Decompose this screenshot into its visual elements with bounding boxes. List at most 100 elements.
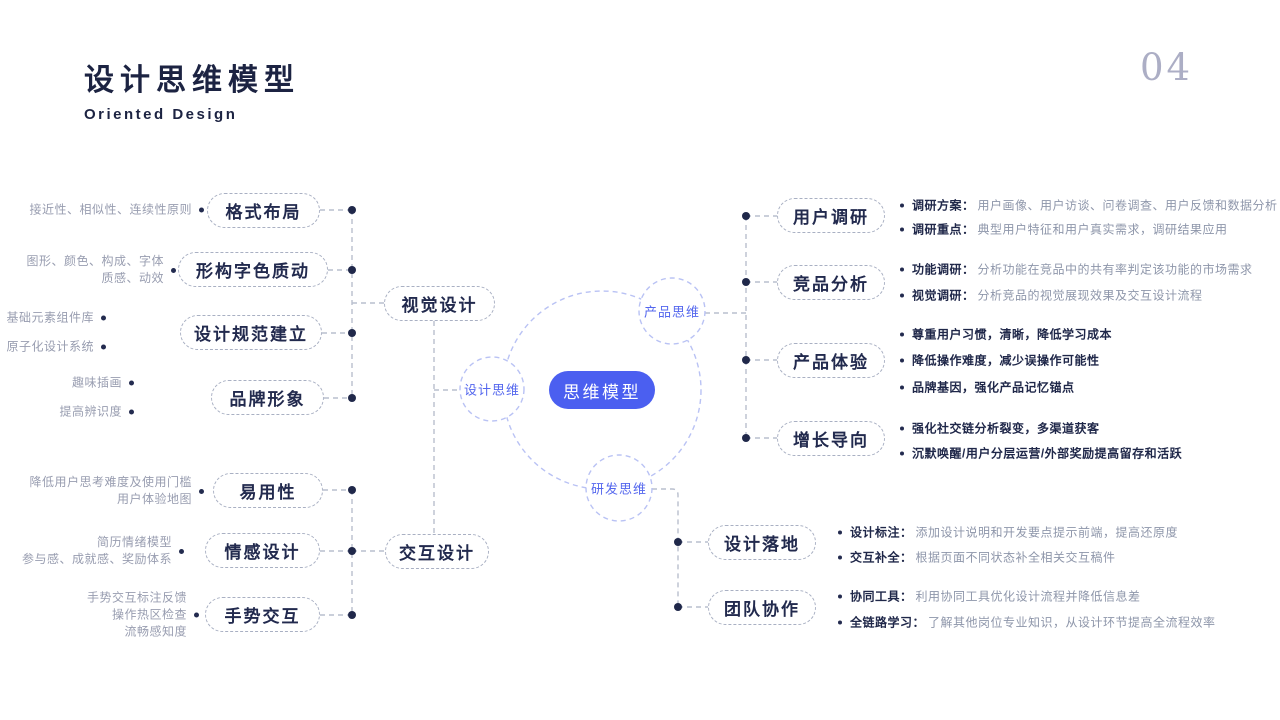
bullet-term: 功能调研：: [912, 262, 975, 277]
annotation-dot: [171, 267, 176, 273]
node-visual-design: 视觉设计: [384, 286, 495, 321]
product-thinking-circle: [638, 277, 706, 345]
annotation-line: 降低用户思考难度及使用门槛: [29, 475, 192, 489]
bullet-dot: [900, 332, 904, 336]
annotation-line: 原子化设计系统: [6, 339, 94, 354]
bullet-dot: [900, 426, 904, 430]
bullet-desc: 了解其他岗位专业知识，从设计环节提高全流程效率: [928, 615, 1216, 630]
node-growth-oriented: 增长导向: [777, 421, 885, 456]
node-shape-color-texture: 形构字色质动: [178, 252, 328, 287]
bullet-collab-tools: 协同工具： 利用协同工具优化设计流程并降低信息差: [838, 588, 1141, 605]
bullet-dot: [900, 358, 904, 362]
thinking-circles: [459, 277, 706, 522]
annotation-line: 质感、动效: [101, 271, 164, 285]
bullet-desc: 根据页面不同状态补全相关交互稿件: [915, 550, 1116, 565]
annotation-dot: [194, 612, 199, 618]
bullet-dot: [838, 530, 842, 534]
annotation-format-layout: 接近性、相似性、连续性原则: [29, 202, 204, 219]
bullet-desc: 分析功能在竞品中的共有率判定该功能的市场需求: [977, 262, 1253, 277]
bullet-dot: [900, 293, 904, 297]
bullet-term: 强化社交链分析裂变，多渠道获客: [912, 421, 1100, 436]
bullet-desc: 分析竞品的视觉展现效果及交互设计流程: [977, 288, 1203, 303]
annotation-line: 用户体验地图: [116, 492, 192, 506]
bullet-term: 沉默唤醒/用户分层运营/外部奖励提高留存和活跃: [912, 446, 1183, 461]
design-thinking-label: 设计思维: [463, 382, 521, 398]
bullet-term: 设计标注：: [850, 525, 913, 540]
bullet-dot: [900, 203, 904, 207]
bullet-term: 协同工具：: [850, 589, 913, 604]
node-format-layout: 格式布局: [207, 193, 320, 228]
bullet-retention: 沉默唤醒/用户分层运营/外部奖励提高留存和活跃: [900, 445, 1185, 462]
junction-dots: [348, 206, 750, 619]
bullet-brand-gene: 品牌基因，强化产品记忆锚点: [900, 379, 1078, 396]
annotation-line: 接近性、相似性、连续性原则: [29, 202, 192, 217]
annotation-line: 简历情绪模型: [96, 535, 172, 549]
bullet-desc: 利用协同工具优化设计流程并降低信息差: [915, 589, 1141, 604]
node-gesture-interaction: 手势交互: [205, 597, 320, 632]
node-user-research: 用户调研: [777, 198, 885, 233]
bullet-dot: [838, 555, 842, 559]
bullet-dot: [900, 267, 904, 271]
annotation-emotional: 简历情绪模型 参与感、成就感、奖励体系: [22, 534, 184, 568]
bullet-term: 降低操作难度，减少误操作可能性: [912, 353, 1100, 368]
bullet-function-research: 功能调研： 分析功能在竞品中的共有率判定该功能的市场需求: [900, 261, 1253, 278]
bullet-dot: [838, 620, 842, 624]
annotation-usability: 降低用户思考难度及使用门槛 用户体验地图: [29, 474, 204, 508]
dev-thinking-circle: [585, 454, 653, 522]
annotation-fun-illustration: 趣味插画: [72, 375, 134, 392]
dev-thinking-label: 研发思维: [590, 481, 648, 497]
annotation-line: 图形、颜色、构成、字体: [26, 254, 164, 268]
page-number: 04: [1140, 46, 1194, 89]
bullet-visual-research: 视觉调研： 分析竞品的视觉展现效果及交互设计流程: [900, 287, 1203, 304]
node-usability: 易用性: [213, 473, 323, 508]
node-competitor-analysis: 竞品分析: [777, 265, 885, 300]
page-subtitle: Oriented Design: [84, 106, 238, 123]
node-interaction-design: 交互设计: [385, 534, 489, 569]
annotation-atomic-design: 原子化设计系统: [6, 339, 106, 356]
bullet-dot: [900, 451, 904, 455]
bullet-desc: 添加设计说明和开发要点提示前端，提高还原度: [915, 525, 1179, 540]
node-design-spec: 设计规范建立: [180, 315, 322, 350]
bullet-dot: [900, 385, 904, 389]
node-emotional-design: 情感设计: [205, 533, 320, 568]
annotation-dot: [101, 344, 106, 350]
node-product-experience: 产品体验: [777, 343, 885, 378]
annotation-gesture: 手势交互标注反馈 操作热区检查 流畅感知度: [87, 590, 199, 641]
design-thinking-circle: [459, 356, 525, 422]
bullet-desc: 用户画像、用户访谈、问卷调查、用户反馈和数据分析: [977, 198, 1278, 213]
bullet-interaction-completion: 交互补全： 根据页面不同状态补全相关交互稿件: [838, 549, 1116, 566]
bullet-dot: [900, 227, 904, 231]
bullet-reduce-difficulty: 降低操作难度，减少误操作可能性: [900, 352, 1103, 369]
annotation-shape-color: 图形、颜色、构成、字体 质感、动效: [26, 253, 176, 287]
annotation-dot: [179, 548, 184, 554]
annotation-line: 趣味插画: [71, 375, 122, 390]
node-design-delivery: 设计落地: [708, 525, 816, 560]
bullet-full-chain-learning: 全链路学习： 了解其他岗位专业知识，从设计环节提高全流程效率: [838, 614, 1216, 631]
bullet-term: 交互补全：: [850, 550, 913, 565]
annotation-dot: [199, 207, 204, 213]
bullet-research-plan: 调研方案： 用户画像、用户访谈、问卷调查、用户反馈和数据分析: [900, 197, 1278, 214]
dashed-connectors: [320, 209, 777, 616]
node-team-collaboration: 团队协作: [708, 590, 816, 625]
bullet-design-annotation: 设计标注： 添加设计说明和开发要点提示前端，提高还原度: [838, 524, 1178, 541]
bullet-research-focus: 调研重点： 典型用户特征和用户真实需求，调研结果应用: [900, 221, 1228, 238]
bullet-term: 全链路学习：: [850, 615, 926, 630]
annotation-dot: [199, 488, 204, 494]
annotation-line: 参与感、成就感、奖励体系: [21, 552, 172, 566]
annotation-dot: [101, 315, 106, 321]
bullet-social-chain: 强化社交链分析裂变，多渠道获客: [900, 420, 1103, 437]
annotation-line: 提高辨识度: [59, 404, 122, 419]
node-brand-image: 品牌形象: [211, 380, 324, 415]
annotation-line: 基础元素组件库: [6, 310, 94, 325]
mind-model-core: 思维模型: [549, 371, 655, 409]
bullet-desc: 典型用户特征和用户真实需求，调研结果应用: [977, 222, 1228, 237]
product-thinking-label: 产品思维: [643, 304, 701, 320]
annotation-component-library: 基础元素组件库: [6, 310, 106, 327]
bullet-term: 尊重用户习惯，清晰，降低学习成本: [912, 327, 1113, 342]
bullet-term: 调研方案：: [912, 198, 975, 213]
bullet-dot: [838, 594, 842, 598]
annotation-recognition: 提高辨识度: [59, 404, 134, 421]
bullet-term: 品牌基因，强化产品记忆锚点: [912, 380, 1075, 395]
